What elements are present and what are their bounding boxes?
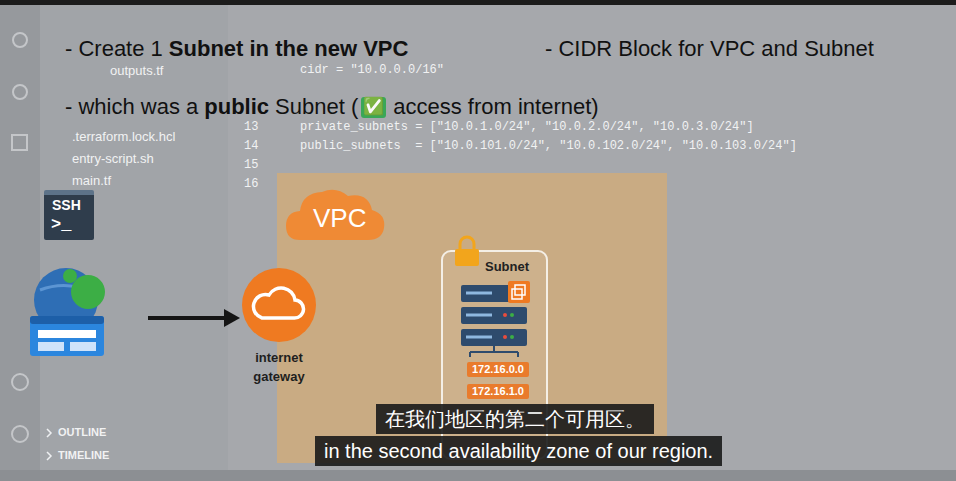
code-line: public_subnets = ["10.0.101.0/24", "10.0… [300, 140, 797, 154]
title-text: access from internet) [393, 94, 598, 119]
wire [470, 351, 518, 353]
arrow-head [224, 309, 240, 327]
gateway-icon [242, 268, 316, 342]
rack-led [503, 313, 507, 317]
activity-icon [12, 135, 27, 150]
title-text: - CIDR Block for VPC and Subnet [545, 36, 874, 61]
title-text: public [204, 94, 269, 119]
subtitle-box: 在我们地区的第二个可用区。 [376, 404, 654, 434]
lock-shackle [460, 237, 474, 250]
file-name: outputs.tf [110, 64, 163, 79]
instance-glyph [512, 289, 522, 299]
green-dot [71, 275, 105, 309]
server-rack [461, 307, 527, 324]
status-bar [0, 470, 956, 481]
server-stack [461, 281, 530, 357]
activity-icon [13, 33, 27, 47]
wire [517, 352, 519, 357]
line-number: 13 [244, 121, 258, 135]
cidr-tag: 172.16.1.0 [467, 384, 529, 399]
file-name: .terraform.lock.hcl [72, 130, 175, 145]
request-arrow [148, 309, 240, 327]
rack-led [510, 313, 514, 317]
top-strip [0, 0, 956, 5]
activity-icon [13, 85, 27, 99]
server-rack [461, 329, 527, 346]
browser-bar [30, 316, 104, 324]
rack-stripe [466, 336, 492, 339]
cidr-text: 172.16.1.0 [472, 385, 524, 398]
rack-led [503, 335, 507, 339]
subtitle-text: 在我们地区的第二个可用区。 [385, 406, 645, 432]
file-sidebar [40, 0, 228, 481]
instance-icon [508, 281, 530, 303]
code-line: private_subnets = ["10.0.1.0/24", "10.0.… [300, 121, 754, 135]
green-dot [63, 269, 77, 283]
activity-bar [0, 0, 40, 481]
title-text: Subnet in the new VPC [169, 36, 409, 61]
check-mark: ✅ [361, 97, 386, 118]
vpc-label: VPC [313, 204, 366, 234]
wire [469, 352, 471, 357]
user-icon [30, 268, 105, 356]
cidr-tag: 172.16.0.0 [467, 362, 529, 377]
line-number: 14 [244, 140, 258, 154]
vpc-cloud [286, 190, 384, 240]
browser-cell [38, 342, 64, 351]
rack-stripe [466, 314, 492, 317]
subtitle-text: in the second availability zone of our r… [324, 438, 713, 464]
lock-icon [455, 237, 479, 266]
title-text: - which was a [65, 94, 198, 119]
subtitle-box: in the second availability zone of our r… [315, 436, 722, 466]
wire [493, 346, 495, 352]
section-header: TIMELINE [58, 449, 109, 462]
code-line: cidr = "10.0.0.0/16" [300, 64, 444, 78]
arrow-shaft [148, 316, 226, 320]
line-number: 15 [244, 159, 258, 173]
chevron [47, 429, 51, 437]
rack-led [510, 335, 514, 339]
account-icon [12, 374, 28, 390]
browser-cell [70, 342, 96, 351]
file-name: main.tf [72, 174, 111, 189]
server-rack [461, 285, 527, 302]
section-header: OUTLINE [58, 426, 106, 439]
title-text: Subnet ( [275, 94, 358, 119]
icon-text: >_ [51, 215, 71, 235]
cidr-text: 172.16.0.0 [472, 363, 524, 376]
browser-row [38, 330, 96, 338]
subnet-label: Subnet [485, 260, 529, 275]
gateway-cloud [253, 288, 303, 318]
gateway-circle [242, 268, 316, 342]
gateway-label: internet gateway [240, 348, 318, 386]
terminal-icon: SSH >_ [44, 190, 94, 240]
title-text: - Create 1 [65, 36, 163, 61]
instance-glyph [515, 285, 525, 295]
icon-text: SSH [52, 197, 81, 213]
browser-window [30, 316, 104, 356]
line-number: 16 [244, 178, 258, 192]
file-name: entry-script.sh [72, 152, 154, 167]
chevron [47, 452, 51, 460]
settings-icon [12, 426, 28, 442]
rack-stripe [466, 292, 492, 295]
lock-body [455, 249, 479, 266]
